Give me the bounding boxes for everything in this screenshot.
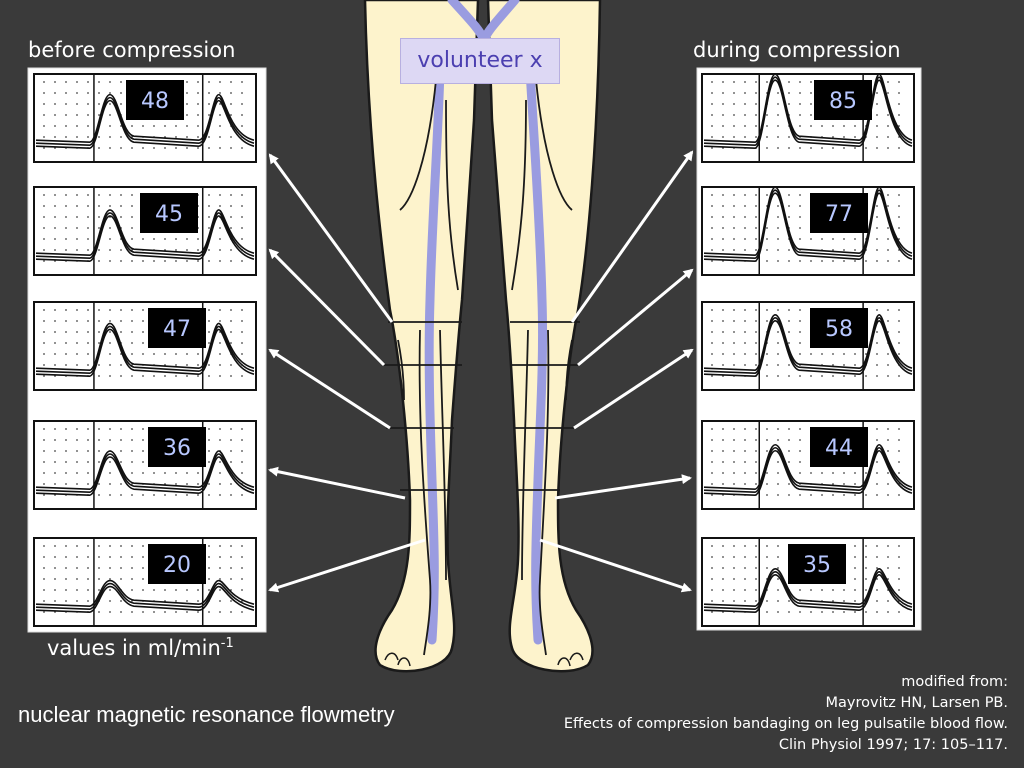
during-flow-value-3: 58 <box>825 317 853 342</box>
before-flow-value-4: 36 <box>163 436 191 461</box>
during-flow-value-2: 77 <box>825 202 853 227</box>
before-trace-2: 45 <box>33 186 257 276</box>
during-panel: 85 77 58 44 35 <box>696 67 922 631</box>
during-trace-2: 77 <box>701 186 915 276</box>
before-flow-value-1: 48 <box>141 89 169 114</box>
citation: modified from: Mayrovitz HN, Larsen PB. … <box>564 672 1008 756</box>
citation-line-3: Effects of compression bandaging on leg … <box>563 716 1008 732</box>
during-trace-1: 85 <box>701 73 915 163</box>
before-trace-3: 47 <box>33 301 257 391</box>
before-panel: 48 45 47 36 20 <box>27 67 267 633</box>
arrow-right-4 <box>554 474 692 500</box>
units-exponent: -1 <box>220 636 234 651</box>
arrow-right-5 <box>539 538 692 593</box>
arrow-right-3 <box>573 348 694 430</box>
toes <box>384 652 584 667</box>
before-flow-value-2: 45 <box>155 202 183 227</box>
during-flow-value-5: 35 <box>803 553 831 578</box>
vein-outlines <box>397 79 573 656</box>
arrow-left-1 <box>268 153 394 323</box>
arrows-left <box>268 153 426 593</box>
before-trace-5: 20 <box>33 537 257 627</box>
legs-illustration <box>363 0 602 673</box>
arrow-left-4 <box>268 466 406 500</box>
arrow-right-2 <box>577 268 694 367</box>
during-trace-5: 35 <box>701 537 915 627</box>
left-leg <box>363 0 480 673</box>
arrow-right-1 <box>570 150 694 323</box>
during-trace-3: 58 <box>701 301 915 391</box>
arrow-left-3 <box>268 348 391 430</box>
during-flow-value-4: 44 <box>825 436 853 461</box>
units-label: values in ml/min-1 <box>47 636 234 660</box>
volunteer-label: volunteer x <box>400 38 560 84</box>
before-trace-1: 48 <box>33 73 257 163</box>
arrow-left-5 <box>268 538 426 593</box>
during-trace-4: 44 <box>701 420 915 510</box>
citation-line-2: Mayrovitz HN, Larsen PB. <box>825 695 1008 711</box>
arrows-right <box>539 150 694 593</box>
during-compression-title: during compression <box>693 38 901 62</box>
before-trace-4: 36 <box>33 420 257 510</box>
arrow-left-2 <box>268 248 386 367</box>
before-traces: 48 45 47 36 20 <box>33 73 257 627</box>
before-flow-value-3: 47 <box>163 317 191 342</box>
method-label: nuclear magnetic resonance flowmetry <box>18 702 395 727</box>
units-text: values in ml/min <box>47 636 221 660</box>
before-flow-value-5: 20 <box>163 553 191 578</box>
compression-bands <box>382 321 580 491</box>
during-traces: 85 77 58 44 35 <box>701 73 915 627</box>
citation-line-4: Clin Physiol 1997; 17: 105–117. <box>778 737 1008 753</box>
before-compression-title: before compression <box>28 38 236 62</box>
during-flow-value-1: 85 <box>829 89 857 114</box>
citation-line-1: modified from: <box>901 674 1008 690</box>
